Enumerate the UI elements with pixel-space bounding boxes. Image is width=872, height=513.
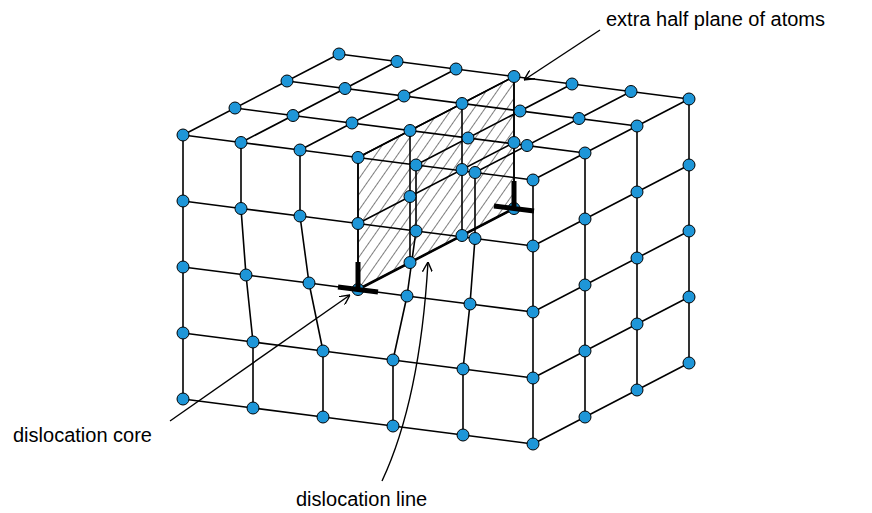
lattice-bonds: [183, 54, 689, 444]
leader-line: [524, 30, 600, 80]
dislocation-symbol: [338, 262, 378, 292]
label-text: extra half plane of atoms: [606, 7, 825, 31]
lattice-atoms: [177, 48, 695, 450]
dislocation-line: [358, 209, 514, 290]
leader-line: [382, 262, 428, 481]
dislocation-symbol: [494, 181, 534, 211]
label-text: dislocation core: [13, 423, 152, 447]
label-text: dislocation line: [296, 487, 427, 511]
leader-line: [170, 295, 350, 421]
